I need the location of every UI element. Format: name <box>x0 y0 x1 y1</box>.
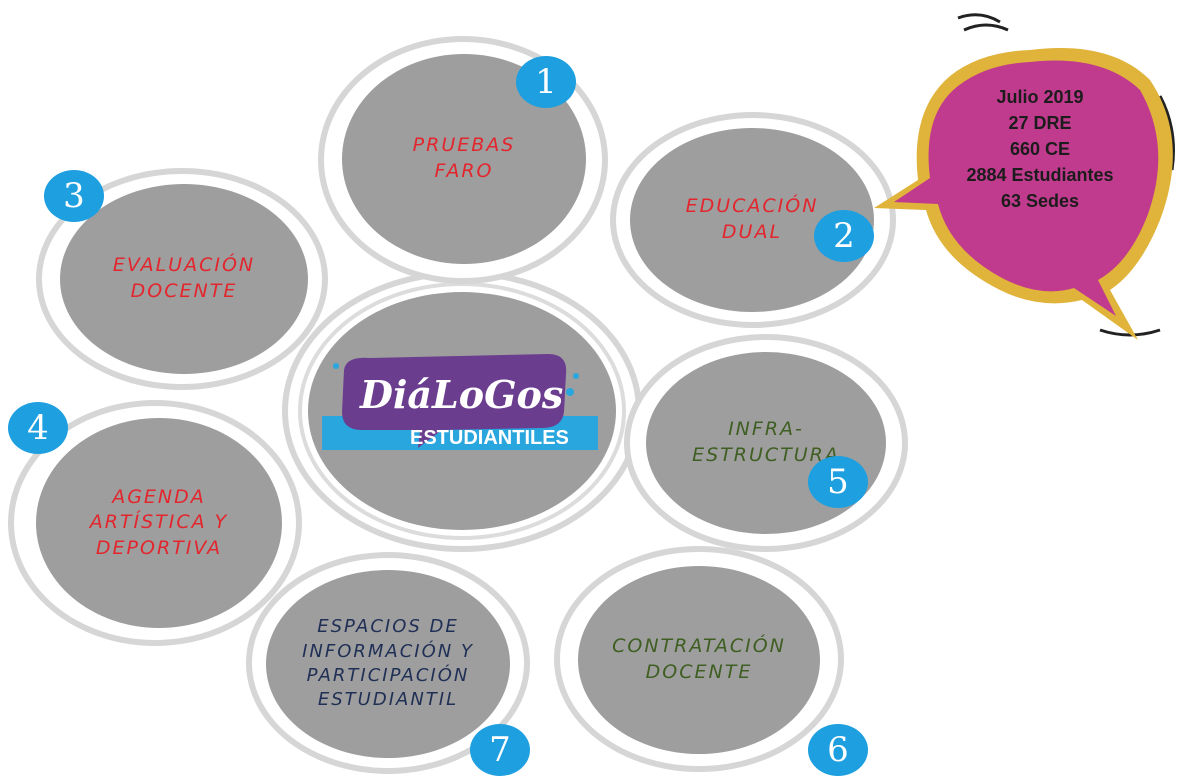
badge-4: 4 <box>8 402 68 454</box>
center-ring-inner <box>298 282 626 540</box>
badge-1: 1 <box>516 56 576 108</box>
bubble-line-ce: 660 CE <box>1009 139 1071 159</box>
node-7-disc: ESPACIOS DE INFORMACIÓN Y PARTICIPACIÓN … <box>266 570 510 758</box>
node-5-label: INFRA- ESTRUCTURA <box>692 418 840 466</box>
node-4-disc: AGENDA ARTÍSTICA Y DEPORTIVA <box>36 418 282 628</box>
badge-6: 6 <box>808 724 868 776</box>
bubble-line-students: 2884 Estudiantes <box>966 165 1114 185</box>
node-5-disc: INFRA- ESTRUCTURA <box>646 352 886 534</box>
logo-word-estudiantiles: ESTUDIANTILES <box>410 427 569 449</box>
dialogos-estudiantiles-logo: DiáLoGos ESTUDIANTILES <box>322 354 598 450</box>
node-3-label: EVALUACIÓN DOCENTE <box>112 254 256 302</box>
badge-5: 5 <box>808 456 868 508</box>
badge-2: 2 <box>814 210 874 262</box>
node-1-label: PRUEBAS FARO <box>412 134 516 182</box>
node-7-label: ESPACIOS DE INFORMACIÓN Y PARTICIPACIÓN … <box>302 616 474 711</box>
logo-word-dialogos: DiáLoGos <box>359 372 563 417</box>
bubble-line-sedes: 63 Sedes <box>1000 191 1080 211</box>
bubble-line-date: Julio 2019 <box>996 87 1084 107</box>
node-6-disc: CONTRATACIÓN DOCENTE <box>578 566 820 754</box>
node-3-disc: EVALUACIÓN DOCENTE <box>60 184 308 374</box>
node-4-label: AGENDA ARTÍSTICA Y DEPORTIVA <box>89 485 229 559</box>
node-2-label: EDUCACIÓN DUAL <box>685 195 819 243</box>
stats-speech-bubble <box>874 13 1175 340</box>
badge-7: 7 <box>470 724 530 776</box>
bubble-line-dre: 27 DRE <box>1008 113 1072 133</box>
node-6-label: CONTRATACIÓN DOCENTE <box>612 635 786 683</box>
badge-3: 3 <box>44 170 104 222</box>
bubble-stats-text: Julio 2019 27 DRE 660 CE 2884 Estudiante… <box>930 84 1150 214</box>
